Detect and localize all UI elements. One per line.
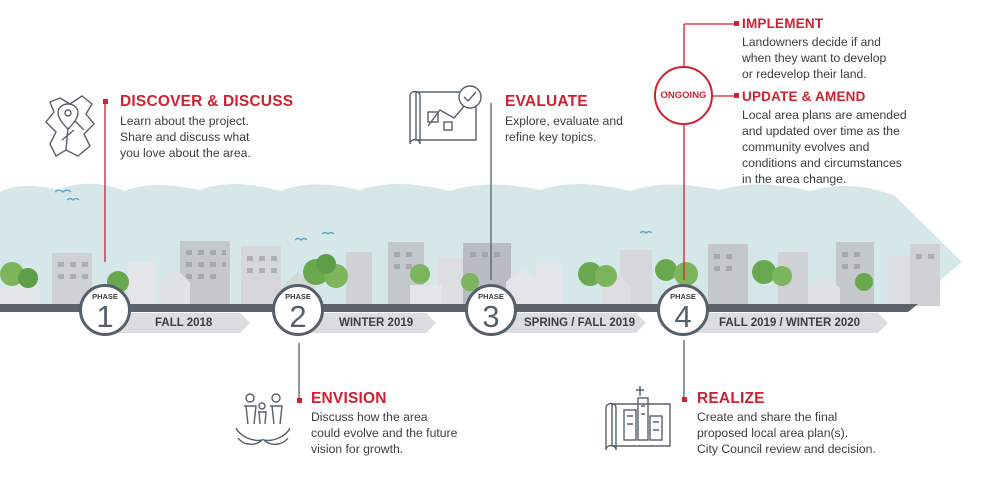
step-realize: REALIZE Create and share the final propo…: [697, 390, 876, 457]
step-evaluate: EVALUATE Explore, evaluate and refine ke…: [505, 93, 623, 145]
step-discover: DISCOVER & DISCUSS Learn about the proje…: [120, 93, 293, 161]
step-realize-title: REALIZE: [697, 390, 765, 407]
phase-1-number: 1: [96, 299, 114, 334]
step-envision-body: Discuss how the area could evolve and th…: [311, 410, 458, 456]
step-update-title: UPDATE & AMEND: [742, 89, 866, 104]
update-marker: [734, 93, 739, 98]
phase-2-number: 2: [289, 299, 307, 334]
phase-3-badge: PHASE 3: [465, 284, 517, 336]
implement-marker: [734, 21, 739, 26]
envision-marker: [297, 398, 302, 403]
step-envision-title: ENVISION: [311, 390, 387, 407]
phase-3-label: PHASE: [478, 292, 504, 301]
phase-2-badge: PHASE 2: [272, 284, 324, 336]
phase-1-badge: PHASE 1: [79, 284, 131, 336]
step-realize-body: Create and share the final proposed loca…: [697, 410, 876, 456]
period-bands: [108, 313, 888, 333]
step-evaluate-body: Explore, evaluate and refine key topics.: [505, 114, 623, 144]
plan-checkmark-icon: [409, 85, 482, 145]
phase-1-label: PHASE: [92, 292, 118, 301]
step-discover-title: DISCOVER & DISCUSS: [120, 93, 294, 110]
realize-marker: [682, 397, 687, 402]
phase-4-badge: PHASE 4: [657, 284, 709, 336]
birds: [54, 189, 653, 241]
phase-2-label: PHASE: [285, 292, 311, 301]
step-envision: ENVISION Discuss how the area could evol…: [311, 390, 457, 457]
phase-1-period: FALL 2018: [155, 317, 213, 329]
phase-4-label: PHASE: [670, 292, 696, 301]
step-implement-title: IMPLEMENT: [742, 16, 824, 31]
phase-4-period: FALL 2019 / WINTER 2020: [719, 317, 861, 329]
phase-2-period: WINTER 2019: [339, 317, 414, 329]
building-windows: [58, 250, 934, 279]
trees: [0, 254, 873, 293]
step-discover-body: Learn about the project. Share and discu…: [120, 114, 251, 160]
discover-marker: [103, 99, 108, 104]
family-hands-icon: [235, 393, 291, 445]
phase-3-period: SPRING / FALL 2019: [524, 317, 635, 329]
phase-3-number: 3: [482, 299, 500, 334]
step-update: UPDATE & AMEND Local area plans are amen…: [742, 88, 907, 187]
blueprint-city-icon: [605, 386, 671, 451]
phase-4-number: 4: [674, 299, 692, 334]
ongoing-badge: ONGOING: [654, 66, 713, 125]
step-implement: IMPLEMENT Landowners decide if and when …: [742, 15, 886, 82]
map-pin-icon: [45, 95, 95, 157]
step-evaluate-title: EVALUATE: [505, 93, 588, 110]
road: [0, 304, 918, 312]
step-implement-body: Landowners decide if and when they want …: [742, 35, 887, 81]
step-update-body: Local area plans are amended and updated…: [742, 108, 907, 186]
